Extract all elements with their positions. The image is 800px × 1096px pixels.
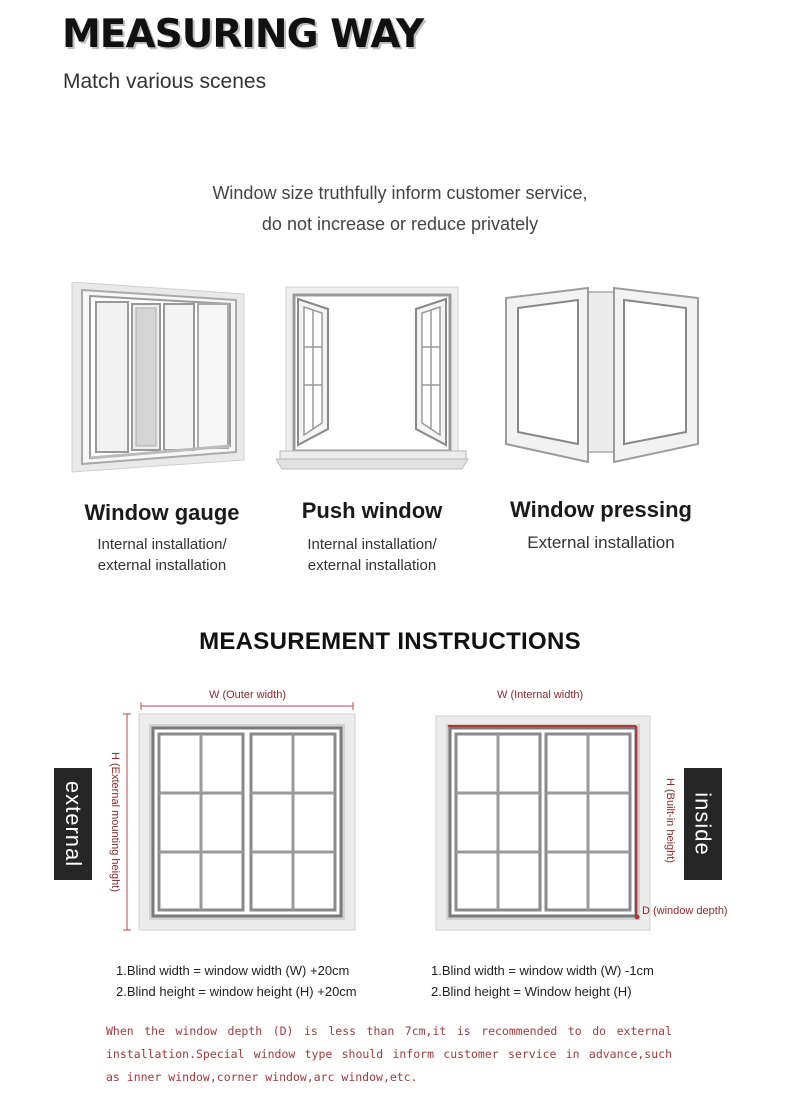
inside-formula-2: 2.Blind height = Window height (H) [431, 984, 632, 999]
inside-window-diagram [435, 715, 651, 931]
inside-width-label: W (Internal width) [497, 689, 584, 701]
inside-height-label: H (Built-in height) [664, 778, 676, 863]
window-type-desc-push-2: external installation [307, 557, 437, 574]
external-height-label: H (External mounting height) [109, 752, 121, 893]
notice-line-2: do not increase or reduce privately [261, 214, 539, 234]
external-formula-1: 1.Blind width = window width (W) +20cm [116, 963, 350, 978]
external-tag-label: external [61, 780, 86, 868]
window-type-title-pressing: Window pressing [510, 497, 692, 522]
inside-tag-label: inside [691, 792, 717, 856]
section-title: MEASUREMENT INSTRUCTIONS [199, 628, 581, 655]
window-type-desc-gauge-2: external installation [97, 557, 227, 574]
window-type-title-push: Push window [301, 498, 443, 523]
window-gauge-illustration [71, 282, 245, 473]
inside-formula-1: 1.Blind width = window width (W) -1cm [431, 963, 654, 978]
notice-line-1: Window size truthfully inform customer s… [212, 183, 588, 203]
external-formula-2: 2.Blind height = window height (H) +20cm [116, 984, 357, 999]
external-window-diagram [123, 702, 356, 931]
window-type-desc-gauge-1: Internal installation/ [97, 536, 227, 553]
external-tag: external [54, 768, 92, 880]
window-pressing-illustration [505, 286, 699, 464]
external-width-label: W (Outer width) [209, 689, 287, 701]
footnote: When the window depth (D) is less than 7… [106, 1024, 672, 1084]
window-type-desc-push-1: Internal installation/ [307, 536, 437, 553]
page-subtitle: Match various scenes [63, 70, 267, 93]
window-type-desc-pressing: External installation [527, 533, 675, 552]
inside-tag: inside [684, 768, 722, 880]
page-title: MEASURING WAY [62, 12, 424, 57]
inside-depth-label: D (window depth) [642, 905, 728, 917]
push-window-illustration [276, 286, 469, 470]
window-type-title-gauge: Window gauge [84, 500, 240, 525]
